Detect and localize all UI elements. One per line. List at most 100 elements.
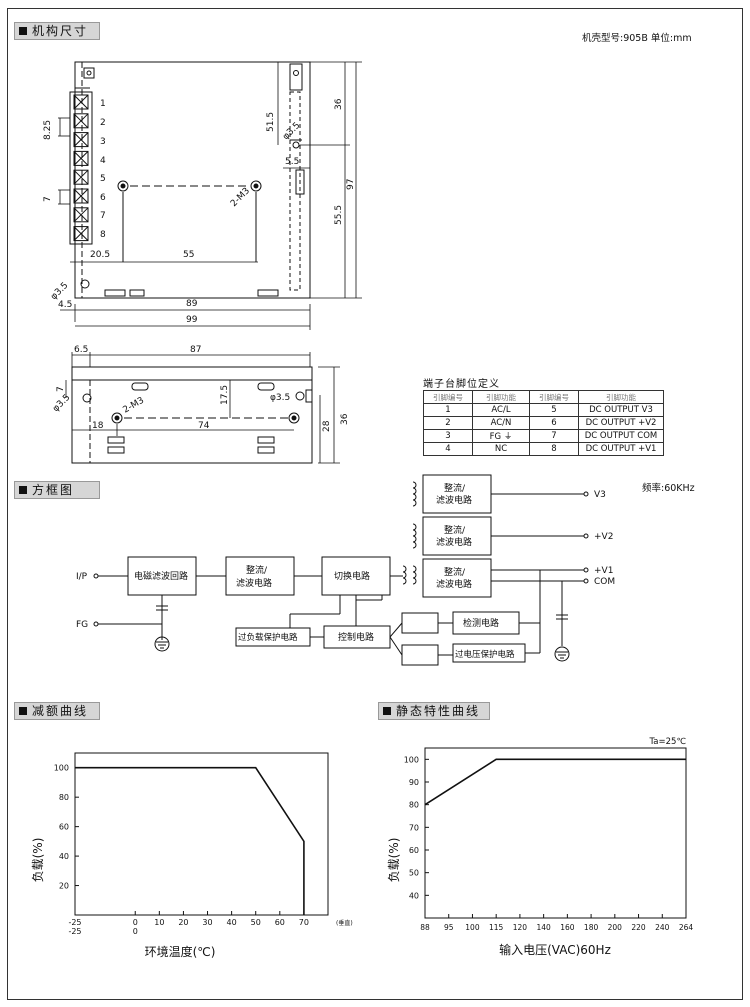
- dim-label: 6.5: [74, 345, 88, 355]
- control-label: 控制电路: [338, 631, 374, 643]
- chart1-ylabel: 负载(%): [31, 838, 45, 883]
- detect-label: 检测电路: [463, 617, 499, 629]
- pin-label: 8: [100, 230, 106, 240]
- chart2-xtick-label: 220: [631, 923, 646, 932]
- dim-label: 97: [346, 179, 356, 190]
- cell: 8: [529, 442, 579, 456]
- mount-hole-right: [250, 180, 262, 192]
- chart1-xunit-note: (垂直): [336, 919, 353, 927]
- output-label: V3: [594, 490, 606, 500]
- chart2-xtick-label: 100: [465, 923, 480, 932]
- output-label: +V2: [594, 532, 613, 542]
- out-rect-label: 滤波电路: [436, 494, 472, 506]
- block-diagram: I/P FG 电磁滤波回路 整流/ 滤波电路 切换电路 控制电路 过负载保护电路…: [76, 474, 615, 666]
- dim-label: φ3.5: [270, 393, 290, 403]
- switch-label: 切换电路: [334, 570, 370, 582]
- section-static: 静态特性曲线: [378, 702, 490, 720]
- out-rect-label: 滤波电路: [436, 536, 472, 548]
- terminal-screw: [73, 94, 89, 110]
- dim-label: 36: [340, 413, 350, 425]
- chart2-xtick-label: 264: [679, 923, 694, 932]
- transformer-coil: [412, 577, 417, 585]
- bullet-icon: [383, 707, 391, 715]
- dim-label: 87: [190, 345, 201, 355]
- chart1-xtick-label-2: -25: [68, 927, 81, 936]
- side-view-dimensions: [65, 352, 340, 464]
- terminal-block: [69, 91, 93, 245]
- chart2-ytick-label: 90: [409, 778, 419, 787]
- dim-label: 55.5: [334, 205, 344, 225]
- chart2-xlabel: 输入电压(VAC)60Hz: [499, 942, 611, 957]
- freq-note: 频率:60KHz: [642, 483, 695, 494]
- pin-label: 4: [100, 156, 106, 166]
- terminal-screw: [73, 169, 89, 185]
- chart2-ytick-label: 70: [409, 823, 419, 832]
- mechanical-drawing: 1 2 3 4 5 6 7 8 8.25 7 51.5 36 97 55.5 5…: [43, 61, 362, 464]
- out-rect-label: 整流/: [444, 566, 466, 578]
- chart1-xlabel: 环境温度(℃): [145, 944, 216, 959]
- chart2-ytick-label: 50: [409, 869, 419, 878]
- transformer-coil: [402, 577, 407, 585]
- chart1-xtick-label: 10: [154, 918, 164, 927]
- section-block-diagram: 方框图: [14, 481, 100, 499]
- dim-label: 5.5: [285, 157, 299, 167]
- top-view-dimensions: [58, 61, 362, 330]
- bullet-icon: [19, 27, 27, 35]
- ovp-label: 过电压保护电路: [455, 649, 515, 660]
- chart2-xtick-label: 180: [584, 923, 599, 932]
- dim-label: 4.5: [58, 300, 72, 310]
- dim-label: 7: [43, 196, 53, 202]
- transformer-coil: [412, 499, 417, 507]
- chart2-annotation: Ta=25℃: [649, 737, 687, 747]
- dim-label: 17.5: [220, 385, 230, 405]
- transformer-coil: [412, 541, 417, 549]
- out-rect-label: 整流/: [444, 524, 466, 536]
- chart2-xtick-label: 140: [536, 923, 551, 932]
- table-header-row: 引脚编号 引脚功能 引脚编号 引脚功能: [423, 390, 664, 404]
- bullet-icon: [19, 486, 27, 494]
- terminal-screw: [73, 226, 89, 242]
- terminal-screw: [73, 207, 89, 223]
- chart1-ytick-label: 40: [59, 852, 69, 861]
- chart2-xtick-label: 200: [608, 923, 623, 932]
- mount-hole-left: [117, 180, 129, 192]
- chart1-xtick-label: 40: [227, 918, 237, 927]
- pin-label: 3: [100, 137, 106, 147]
- chart1-xtick-label-2: 0: [133, 927, 138, 936]
- chart1-ytick-label: 100: [54, 764, 69, 773]
- chart2-xtick-label: 115: [489, 923, 504, 932]
- chart2-xtick-label: 240: [655, 923, 670, 932]
- bullet-icon: [19, 707, 27, 715]
- fg-label: FG: [76, 620, 88, 630]
- rect-label: 滤波电路: [236, 577, 272, 589]
- out-rect-label: 滤波电路: [436, 578, 472, 590]
- top-view-outline: [74, 61, 311, 299]
- dim-label: 28: [322, 420, 332, 432]
- emi-label: 电磁滤波回路: [134, 570, 188, 582]
- pin-label: 7: [100, 211, 106, 221]
- page-frame: [7, 8, 743, 1000]
- chart1-xtick-label: -25: [68, 918, 81, 927]
- cell: DC OUTPUT +V1: [578, 442, 664, 456]
- out-rect-label: 整流/: [444, 482, 466, 494]
- chart1-series-line: [75, 766, 305, 915]
- chart1-ytick-label: 20: [59, 882, 69, 891]
- chart2-ylabel: 负载(%): [387, 838, 401, 883]
- pin-label: 6: [100, 193, 106, 203]
- chart1-xtick-label: 20: [178, 918, 188, 927]
- chart1-frame: [74, 752, 329, 916]
- chart1-ytick-label: 80: [59, 793, 69, 802]
- pin-label: 1: [100, 99, 106, 109]
- dim-label: 20.5: [90, 250, 110, 260]
- dim-label: 51.5: [266, 112, 276, 132]
- chart1-xtick-label: 70: [299, 918, 309, 927]
- pin-label: 2: [100, 118, 106, 128]
- output-rect-v1: [422, 558, 492, 598]
- terminal-table-title: 端子台脚位定义: [423, 379, 500, 390]
- dim-label: 36: [334, 98, 344, 110]
- dim-label: 89: [186, 299, 198, 309]
